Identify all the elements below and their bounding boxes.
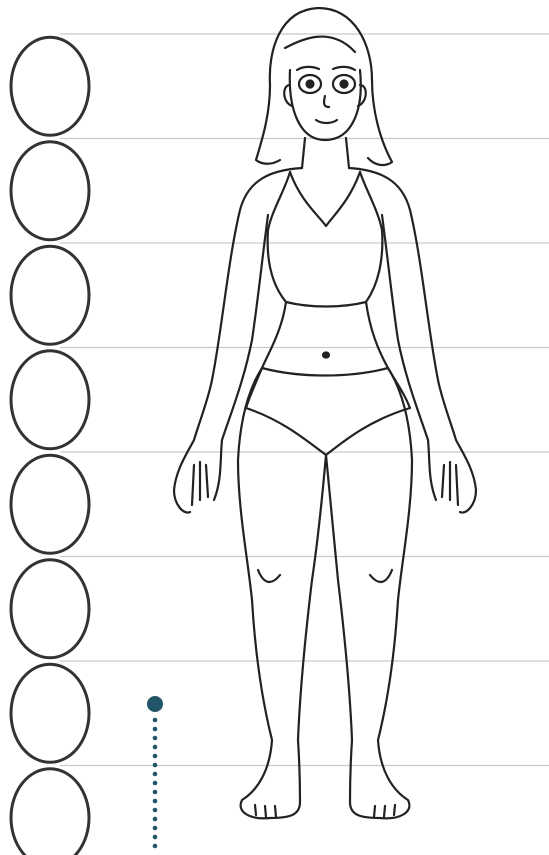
head-oval xyxy=(11,37,89,135)
head-oval xyxy=(11,351,89,449)
head-oval xyxy=(11,455,89,553)
hair xyxy=(256,8,392,165)
brow-right xyxy=(333,67,355,70)
marker-dot-small xyxy=(153,826,158,831)
top-garment xyxy=(268,172,383,307)
female-figure xyxy=(174,8,476,818)
neck xyxy=(302,138,349,168)
head-oval xyxy=(11,664,89,762)
height-marker-dotted-line xyxy=(147,696,163,848)
head-oval xyxy=(11,769,89,855)
marker-dot-small xyxy=(153,808,158,813)
head-oval xyxy=(11,246,89,344)
brow-left xyxy=(297,67,319,70)
marker-dot-small xyxy=(153,772,158,777)
right-leg-outer xyxy=(350,368,412,818)
pupil-left xyxy=(307,81,314,88)
marker-dot-small xyxy=(153,745,158,750)
neckline xyxy=(290,172,360,226)
marker-dot-small xyxy=(153,754,158,759)
left-hand-fingers xyxy=(192,462,208,505)
right-hand-fingers xyxy=(442,462,458,505)
left-leg-outer xyxy=(238,368,300,818)
marker-dot-small xyxy=(153,736,158,741)
marker-dot-small xyxy=(153,799,158,804)
pupil-right xyxy=(341,81,348,88)
marker-dot xyxy=(147,696,163,712)
knees xyxy=(258,570,392,582)
right-arm-inner xyxy=(382,215,436,500)
marker-dot-small xyxy=(153,844,158,849)
left-leg-inner xyxy=(298,455,326,802)
marker-dot-small xyxy=(153,835,158,840)
head-oval xyxy=(11,142,89,240)
head-oval-stack xyxy=(11,37,89,855)
head-oval xyxy=(11,560,89,658)
toes xyxy=(255,805,395,817)
marker-dot-small xyxy=(153,790,158,795)
marker-dot-small xyxy=(153,763,158,768)
navel xyxy=(323,353,329,358)
right-leg-inner xyxy=(326,455,352,802)
marker-dot-small xyxy=(153,727,158,732)
left-arm-inner xyxy=(214,215,268,500)
marker-dot-small xyxy=(153,718,158,723)
marker-dot-small xyxy=(153,817,158,822)
nose xyxy=(324,96,329,107)
briefs xyxy=(246,368,410,455)
mouth xyxy=(316,120,337,123)
head-unit-guide-lines xyxy=(60,34,549,855)
marker-dot-small xyxy=(153,781,158,786)
